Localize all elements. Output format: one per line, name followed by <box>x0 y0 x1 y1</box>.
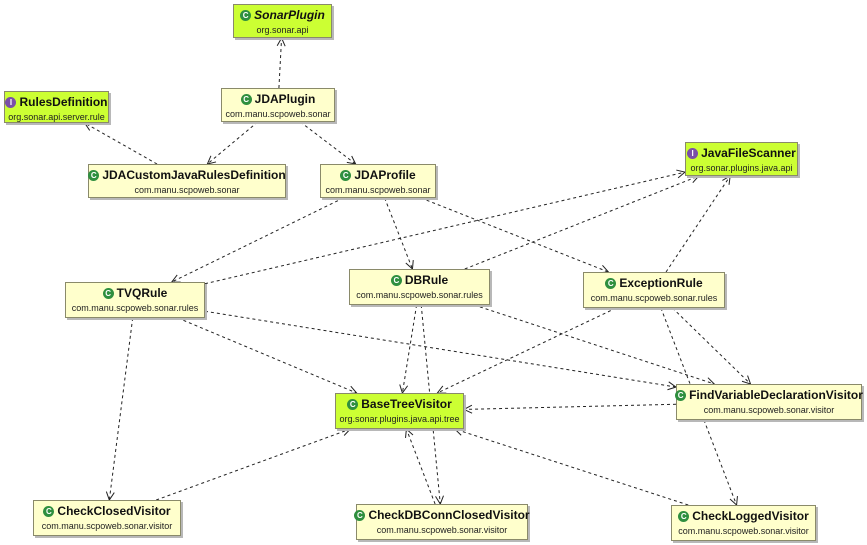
package-name: org.sonar.api.server.rule <box>8 112 105 122</box>
dependency-arrow-tvq_rule-to-check_closed <box>109 317 134 500</box>
package-name: com.manu.scpoweb.sonar <box>225 109 331 119</box>
package-name: com.manu.scpoweb.sonar.rules <box>590 293 718 303</box>
dependency-arrow-db_rule-to-java_file_scanner <box>464 176 699 270</box>
dependency-arrow-check_dbconn-to-base_tree_visitor <box>406 429 436 505</box>
class-icon: C <box>240 9 252 21</box>
class-name: JDACustomJavaRulesDefinition <box>102 168 286 182</box>
class-name: CheckLoggedVisitor <box>692 509 809 523</box>
package-name: com.manu.scpoweb.sonar <box>134 185 240 195</box>
class-icon: C <box>678 510 690 522</box>
package-name: org.sonar.plugins.java.api <box>690 163 793 173</box>
dependency-arrow-check_closed-to-base_tree_visitor <box>156 429 350 501</box>
class-name: CheckClosedVisitor <box>57 504 171 518</box>
package-name: com.manu.scpoweb.sonar.visitor <box>376 525 508 535</box>
dependency-arrow-jda_plugin-to-jda_custom <box>207 121 258 164</box>
class-icon: C <box>240 93 252 105</box>
class-node-exceptionrule[interactable]: C ExceptionRule com.manu.scpoweb.sonar.r… <box>583 272 725 308</box>
dependency-arrow-jda_profile-to-tvq_rule <box>172 197 344 282</box>
dependency-arrow-jda_profile-to-db_rule <box>384 197 413 269</box>
dependency-arrow-jda_profile-to-exception_rule <box>420 197 608 272</box>
class-name: SonarPlugin <box>254 8 325 22</box>
class-name: DBRule <box>404 273 449 287</box>
dependency-arrow-jda_custom-to-rules_definition <box>85 123 158 165</box>
class-node-tvqrule[interactable]: C TVQRule com.manu.scpoweb.sonar.rules <box>65 282 205 318</box>
dependency-arrow-exception_rule-to-base_tree_visitor <box>437 307 617 393</box>
class-icon: C <box>675 389 687 401</box>
package-name: org.sonar.api <box>256 25 309 35</box>
dependency-arrow-jda_plugin-to-jda_profile <box>300 121 355 164</box>
class-node-jdaplugin[interactable]: C JDAPlugin com.manu.scpoweb.sonar <box>221 88 335 122</box>
package-name: com.manu.scpoweb.sonar.rules <box>356 290 483 300</box>
dependency-arrow-exception_rule-to-check_logged <box>660 307 737 505</box>
class-icon: C <box>43 505 55 517</box>
dependency-arrow-jda_plugin-to-sonar_plugin <box>279 38 282 89</box>
dependency-arrow-exception_rule-to-java_file_scanner <box>665 176 730 273</box>
class-node-basetreevisitor[interactable]: C BaseTreeVisitor org.sonar.plugins.java… <box>335 393 464 429</box>
class-name: ExceptionRule <box>619 276 703 290</box>
dependency-arrow-find_var-to-base_tree_visitor <box>464 403 677 409</box>
class-icon: C <box>605 277 617 289</box>
dependency-arrow-exception_rule-to-find_var <box>672 307 750 384</box>
class-icon: C <box>390 274 402 286</box>
class-name: CheckDBConnClosedVisitor <box>368 508 530 522</box>
class-name: BaseTreeVisitor <box>361 397 452 411</box>
class-icon: C <box>88 169 100 181</box>
package-name: com.manu.scpoweb.sonar.visitor <box>41 521 173 531</box>
interface-icon: I <box>5 96 17 108</box>
class-icon: C <box>340 169 352 181</box>
class-node-checkclosedvisitor[interactable]: C CheckClosedVisitor com.manu.scpoweb.so… <box>33 500 181 536</box>
class-icon: C <box>354 509 366 521</box>
class-node-dbrule[interactable]: C DBRule com.manu.scpoweb.sonar.rules <box>349 269 490 305</box>
class-node-checkloggedvisitor[interactable]: C CheckLoggedVisitor com.manu.scpoweb.so… <box>671 505 816 541</box>
package-name: org.sonar.plugins.java.api.tree <box>339 414 460 424</box>
class-icon: C <box>102 287 114 299</box>
class-name: TVQRule <box>116 286 168 300</box>
class-name: FindVariableDeclarationVisitor <box>689 388 863 402</box>
class-node-jdaprofile[interactable]: C JDAProfile com.manu.scpoweb.sonar <box>320 164 436 198</box>
package-name: com.manu.scpoweb.sonar.visitor <box>703 405 835 415</box>
class-node-findvariabledeclarationvisitor[interactable]: C FindVariableDeclarationVisitor com.man… <box>675 384 863 420</box>
interface-icon: I <box>687 147 699 159</box>
dependency-arrow-tvq_rule-to-java_file_scanner <box>204 172 685 285</box>
interface-node-rulesdefinition[interactable]: I RulesDefinition org.sonar.api.server.r… <box>4 91 109 123</box>
dependency-arrow-db_rule-to-base_tree_visitor <box>402 304 418 393</box>
class-name: JavaFileScanner <box>701 146 796 160</box>
class-name: JDAProfile <box>354 168 416 182</box>
dependency-arrow-db_rule-to-find_var <box>474 304 714 384</box>
interface-node-javafilescanner[interactable]: I JavaFileScanner org.sonar.plugins.java… <box>685 142 798 176</box>
package-name: com.manu.scpoweb.sonar.visitor <box>678 526 809 536</box>
class-name: RulesDefinition <box>19 95 108 109</box>
package-name: com.manu.scpoweb.sonar <box>325 185 431 195</box>
package-name: com.manu.scpoweb.sonar.rules <box>71 303 199 313</box>
class-node-jdacustomjavarulesdefinition[interactable]: C JDACustomJavaRulesDefinition com.manu.… <box>88 164 286 198</box>
dependency-arrow-check_logged-to-base_tree_visitor <box>455 429 689 506</box>
class-node-checkdbconnclosedvisitor[interactable]: C CheckDBConnClosedVisitor com.manu.scpo… <box>354 504 530 540</box>
class-name: JDAPlugin <box>254 92 316 106</box>
class-node-sonarplugin[interactable]: C SonarPlugin org.sonar.api <box>233 4 332 38</box>
dependency-arrow-tvq_rule-to-base_tree_visitor <box>177 317 357 393</box>
dependency-arrow-tvq_rule-to-find_var <box>204 310 676 387</box>
class-icon: C <box>347 398 359 410</box>
